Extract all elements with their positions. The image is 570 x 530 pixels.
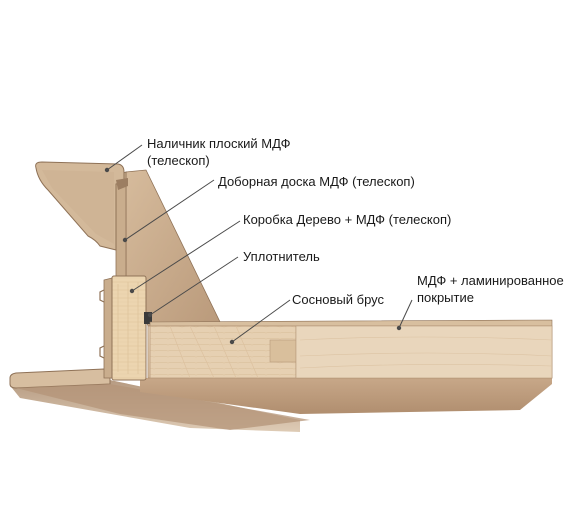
callout-skin-line-1: МДФ + ламинированное	[417, 273, 564, 288]
callout-seal: Уплотнитель	[243, 248, 320, 265]
callout-core-line-1: Сосновый брус	[292, 292, 385, 307]
leader-casing	[106, 144, 143, 171]
top-casing-face	[42, 170, 114, 244]
callout-extension-line-1: Доборная доска МДФ (телескоп)	[218, 174, 415, 189]
callout-casing-line-2: (телескоп)	[147, 153, 210, 168]
callout-skin-line-2: покрытие	[417, 290, 474, 305]
frame-column-teeth	[99, 289, 105, 359]
leader-core	[231, 299, 291, 343]
callout-extension: Доборная доска МДФ (телескоп)	[218, 173, 415, 190]
top-casing-lip	[116, 178, 128, 190]
frame-column	[103, 277, 113, 379]
leader-dots	[104, 167, 402, 345]
callout-seal-line-1: Уплотнитель	[243, 249, 320, 264]
callout-skin: МДФ + ламинированное покрытие	[417, 272, 564, 306]
leader-extension	[124, 179, 215, 241]
callout-casing-line-1: Наличник плоский МДФ	[147, 136, 291, 151]
leader-lines	[106, 144, 413, 343]
frame-wood-block	[111, 275, 147, 381]
seal-strip	[144, 312, 152, 324]
callout-core: Сосновый брус	[292, 291, 384, 308]
pine-core-groove	[269, 339, 297, 363]
callout-frame-line-1: Коробка Дерево + МДФ (телескоп)	[243, 212, 452, 227]
callout-frame: Коробка Дерево + МДФ (телескоп)	[243, 211, 451, 228]
callout-casing: Наличник плоский МДФ (телескоп)	[147, 135, 291, 169]
leader-skin	[398, 299, 413, 329]
leader-seal	[149, 256, 239, 316]
leader-frame	[131, 220, 241, 292]
mdf-laminate-skin	[295, 325, 553, 379]
bottom-casing-underside	[16, 384, 310, 430]
door-leaf-bottom-face	[140, 376, 552, 414]
